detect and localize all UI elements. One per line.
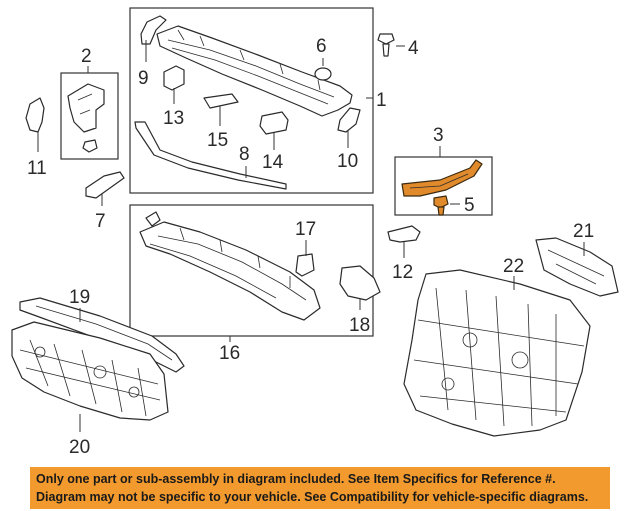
cowl-bracket-9: [140, 15, 167, 45]
callout-17: 17: [295, 219, 316, 240]
callout-2: 2: [81, 46, 92, 67]
grommet-6: [314, 67, 332, 81]
dash-panel-20: [11, 321, 169, 421]
callout-10: 10: [337, 151, 358, 172]
callout-8: 8: [239, 144, 250, 165]
seal-15: [203, 93, 239, 109]
lower-cowl-panel: [139, 211, 321, 321]
callout-1: 1: [376, 90, 387, 111]
callout-11: 11: [27, 158, 47, 179]
bracket-11: [25, 97, 45, 133]
callout-13: 13: [163, 108, 184, 129]
callout-9: 9: [138, 68, 149, 89]
callout-5: 5: [464, 195, 475, 216]
bolt-4: [377, 33, 395, 57]
callout-3: 3: [433, 125, 444, 146]
dash-bracket-3-highlighted: [401, 159, 483, 197]
callout-18: 18: [349, 315, 370, 336]
clip-17: [295, 253, 315, 277]
callout-6: 6: [316, 36, 327, 57]
pillar-bracket-2: [67, 83, 105, 153]
callout-22: 22: [503, 256, 524, 277]
callout-19: 19: [69, 287, 90, 308]
clip-13: [163, 65, 185, 91]
group-box-2: [60, 72, 119, 160]
callout-14: 14: [262, 152, 284, 173]
upper-cowl-panel: [156, 25, 353, 117]
insulator-piece-21: [535, 237, 619, 297]
bracket-7: [85, 171, 125, 199]
callout-4: 4: [408, 38, 419, 59]
disclaimer-line-1: Only one part or sub-assembly in diagram…: [36, 472, 556, 486]
disclaimer-banner: Only one part or sub-assembly in diagram…: [30, 467, 610, 509]
exploded-view-diagram: 9 1 6 4 13 15 14 10 8 2 11 7 3 5 17 12 1…: [11, 7, 619, 458]
callout-15: 15: [207, 130, 228, 151]
disclaimer-line-2: Diagram may not be specific to your vehi…: [36, 490, 589, 504]
dash-insulator-22: [403, 269, 591, 437]
callout-7: 7: [95, 211, 106, 232]
callout-20: 20: [69, 437, 90, 458]
group-box-1: [129, 7, 374, 194]
bracket-18: [339, 265, 381, 301]
clip-5-highlighted: [433, 195, 449, 216]
group-box-16: [129, 204, 374, 337]
bracket-12: [387, 225, 421, 243]
bracket-10: [337, 107, 361, 133]
callout-16: 16: [219, 343, 240, 364]
cowl-seal-8: [134, 121, 287, 190]
bracket-14: [259, 111, 289, 135]
callout-12: 12: [392, 262, 413, 283]
callout-21: 21: [573, 221, 594, 242]
